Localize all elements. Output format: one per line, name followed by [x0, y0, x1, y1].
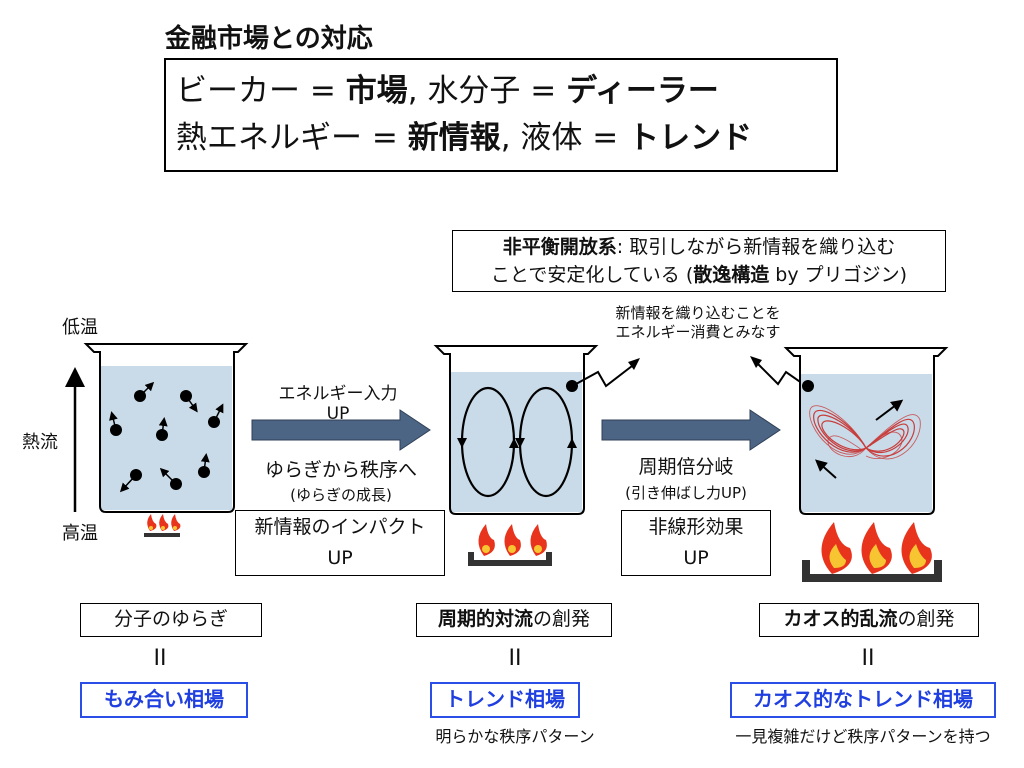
beaker-3 [783, 347, 949, 515]
convection-arrow [457, 438, 467, 448]
mapping-market: 市場 [345, 73, 408, 109]
mapping-box: ビーカー = 市場, 水分子 = ディーラー 熱エネルギー = 新情報, 液体 … [164, 58, 838, 172]
equals-1: II [153, 646, 167, 671]
lightning-arrow-1 [575, 358, 640, 388]
regime-range-bound: もみ合い相場 [80, 682, 248, 718]
molecule [159, 467, 182, 490]
arrow1-energy-input-up: UP [326, 404, 350, 424]
nonequilibrium-desc-1: : 取引しながら新情報を織り込む [616, 236, 896, 258]
page-title: 金融市場との対応 [165, 24, 373, 54]
mapping-dealer: ディーラー [566, 73, 719, 109]
convection-arrow [515, 438, 525, 448]
convection-arrow [567, 438, 577, 448]
molecule [198, 453, 210, 478]
mapping-liquid: , 液体 = [500, 120, 629, 156]
chaos-arrow [875, 399, 904, 421]
flow-arrow-1 [251, 409, 431, 451]
arrow1-energy-input: エネルギー入力 UP [253, 384, 423, 424]
molecule [119, 469, 142, 493]
flame-small [144, 514, 181, 537]
energy-note: 新情報を織り込むことを エネルギー消費とみなす [578, 304, 818, 342]
phase-1-box: 分子のゆらぎ [80, 603, 262, 637]
nonlinear-effect-box: 非線形効果 UP [621, 510, 771, 576]
arrow1-main-label: ゆらぎから秩序へ [264, 459, 417, 481]
new-info-impact-box: 新情報のインパクト UP [235, 510, 445, 576]
label-high-temp: 高温 [62, 523, 98, 544]
nonequilibrium-desc-3: by プリゴジン) [769, 264, 908, 286]
dealer-dot [566, 380, 578, 392]
molecule [109, 411, 122, 436]
flame-large [802, 522, 942, 582]
phase-3-bold: カオス的乱流 [783, 608, 898, 630]
mapping-beaker: ビーカー = [176, 73, 346, 109]
equals-3: II [861, 646, 875, 671]
nonequilibrium-desc-2: ことで安定化している ( [490, 264, 694, 286]
mapping-water-molecule: , 水分子 = [407, 73, 567, 109]
mapping-trend: トレンド [628, 120, 753, 156]
energy-note-line-1: 新情報を織り込むことを [615, 304, 781, 322]
phase-2-bold: 周期的対流 [437, 608, 533, 630]
phase-3-box: カオス的乱流の創発 [759, 603, 979, 637]
regime-chaotic-trend: カオス的なトレンド相場 [730, 682, 996, 718]
phase-3-plain: の創発 [897, 608, 955, 630]
molecule [134, 381, 155, 402]
nonlinear-effect-up: UP [683, 547, 709, 569]
regime-trend: トレンド相場 [430, 682, 580, 718]
chaotic-attractor [802, 380, 921, 479]
convection-arrow [509, 438, 519, 448]
arrow2-main-label: 周期倍分岐 [638, 456, 734, 478]
nonequilibrium-term: 非平衡開放系 [502, 236, 617, 258]
caption-trend: 明らかな秩序パターン [435, 727, 595, 746]
equals-2: II [508, 646, 522, 671]
dealer-dot [802, 380, 814, 392]
flow-arrow-2 [601, 409, 781, 451]
label-low-temp: 低温 [62, 317, 98, 338]
phase-1-label: 分子のゆらぎ [113, 608, 228, 630]
caption-chaotic: 一見複雑だけど秩序パターンを持つ [735, 727, 991, 746]
molecule [156, 417, 168, 441]
flame-medium [468, 524, 552, 566]
energy-note-line-2: エネルギー消費とみなす [615, 323, 781, 341]
nonequilibrium-box: 非平衡開放系: 取引しながら新情報を織り込む ことで安定化している (散逸構造 … [452, 230, 946, 292]
arrow1-sub-label: (ゆらぎの成長) [290, 486, 392, 504]
beaker-1 [83, 343, 249, 513]
nonlinear-effect-label: 非線形効果 [648, 516, 744, 538]
dissipative-structure-term: 散逸構造 [693, 264, 770, 286]
lightning-arrow-2 [750, 356, 807, 387]
molecule [180, 390, 198, 413]
new-info-impact-up: UP [327, 547, 353, 569]
phase-2-box: 周期的対流の創発 [416, 603, 612, 637]
mapping-heat-energy: 熱エネルギー = [176, 120, 408, 156]
chaos-arrow [815, 459, 837, 479]
mapping-new-info: 新情報 [407, 120, 501, 156]
new-info-impact-label: 新情報のインパクト [254, 516, 426, 538]
arrow2-sub-label: (引き伸ばし力UP) [625, 484, 747, 502]
mapping-line-2: 熱エネルギー = 新情報, 液体 = トレンド [176, 115, 826, 162]
label-heat-flow: 熱流 [22, 432, 58, 453]
convection-cells [457, 380, 578, 498]
molecule [208, 403, 224, 428]
phase-2-plain: の創発 [533, 608, 591, 630]
arrow1-energy-input-label: エネルギー入力 [278, 384, 398, 404]
molecules [109, 381, 224, 493]
mapping-line-1: ビーカー = 市場, 水分子 = ディーラー [176, 68, 826, 115]
